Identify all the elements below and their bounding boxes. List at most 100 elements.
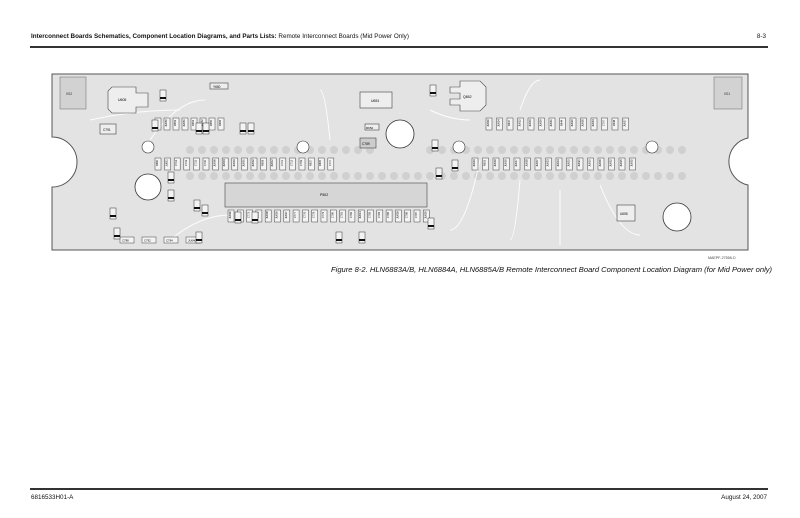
component: C779	[320, 209, 328, 223]
pad	[666, 146, 674, 154]
pad	[618, 146, 626, 154]
component: C713	[183, 157, 191, 171]
component: JU618	[492, 157, 500, 171]
component-label: C782	[349, 211, 353, 218]
component-label: JU633	[472, 159, 476, 167]
component-label: JU636	[228, 211, 232, 219]
diode	[451, 159, 459, 172]
p502-label: P502	[320, 193, 328, 197]
component: C785	[385, 209, 393, 223]
os2-label: 0S2	[66, 92, 72, 96]
component-label: JU606	[213, 159, 217, 167]
component: JU627	[622, 117, 629, 131]
component: C712	[289, 157, 296, 171]
component: JU650	[163, 117, 171, 131]
pad	[546, 146, 554, 154]
pad	[222, 172, 230, 180]
component-label: R605	[318, 159, 322, 166]
component: JU612	[269, 157, 277, 171]
component-label: JU634	[591, 119, 595, 127]
header-rule	[30, 46, 768, 48]
component-label: C779	[321, 211, 325, 218]
hole	[141, 140, 155, 154]
component: C787	[413, 209, 421, 223]
component-label: JU615	[567, 159, 571, 167]
component: JU629	[538, 117, 545, 131]
pad	[618, 172, 626, 180]
component: C781	[339, 209, 346, 223]
component-label: C781	[340, 211, 344, 218]
component-label: R647	[507, 119, 511, 126]
component-label: JU621	[577, 159, 581, 167]
footer-date: August 24, 2007	[721, 494, 767, 501]
pad	[594, 146, 602, 154]
pad	[558, 146, 566, 154]
component: R653	[172, 117, 180, 131]
component-label: JU610	[588, 159, 592, 167]
pad	[282, 146, 290, 154]
component: JU608	[264, 209, 272, 223]
component-label: JU631	[549, 119, 553, 127]
pad	[438, 146, 446, 154]
component: JU638	[395, 209, 402, 223]
os1-label: 0S1	[724, 92, 730, 96]
component-label: C717	[328, 159, 332, 166]
pad	[570, 172, 578, 180]
diode	[239, 122, 247, 135]
pad	[282, 172, 290, 180]
component-label: JU612	[270, 159, 274, 167]
pad	[486, 146, 494, 154]
pad	[510, 146, 518, 154]
header-title-bold: Interconnect Boards Schematics, Componen…	[31, 33, 277, 40]
u655-label: U655	[620, 212, 628, 216]
r652-res	[364, 123, 380, 131]
component: JU617	[513, 157, 521, 171]
pad	[246, 172, 254, 180]
diode	[358, 231, 366, 244]
y650-label: Y650	[213, 85, 221, 89]
pad	[354, 172, 362, 180]
component: R648	[611, 117, 619, 131]
pad	[498, 146, 506, 154]
pad	[426, 172, 434, 180]
os2-block	[59, 76, 87, 110]
component-label: JU619	[528, 119, 532, 127]
component-label: C707	[602, 119, 606, 126]
y650-crystal	[209, 82, 229, 90]
component: JU636	[227, 209, 235, 223]
component-label: JU632	[609, 159, 613, 167]
component: C793	[298, 157, 306, 171]
component: C783	[367, 209, 374, 223]
figure-part-id: MAEPF-27558-O	[708, 256, 736, 260]
footer-rule	[30, 488, 768, 490]
component-label: JU609	[598, 159, 602, 167]
pad	[210, 146, 218, 154]
component: JU604	[221, 157, 229, 171]
pad	[210, 172, 218, 180]
component: JU623	[545, 157, 552, 171]
pad	[666, 172, 674, 180]
pad	[186, 146, 194, 154]
component: C784	[376, 209, 384, 223]
component-label: C711	[280, 159, 284, 166]
pad	[450, 172, 458, 180]
c789-label: C789	[362, 142, 370, 146]
component-label: JU650	[164, 119, 168, 127]
diode	[159, 89, 167, 102]
u651-ic	[359, 91, 393, 109]
component-label: C787	[414, 211, 418, 218]
component: JU621	[576, 157, 584, 171]
pad	[270, 146, 278, 154]
component-label: R608	[261, 159, 265, 166]
component: R608	[260, 157, 267, 171]
diode	[431, 139, 439, 152]
component: JU607	[534, 157, 542, 171]
component: JU614	[357, 209, 365, 223]
component-label: JU604	[222, 159, 226, 167]
pad	[558, 172, 566, 180]
component: JU620	[569, 117, 577, 131]
pad	[534, 146, 542, 154]
diode	[427, 217, 435, 230]
component: JU616	[503, 157, 510, 171]
